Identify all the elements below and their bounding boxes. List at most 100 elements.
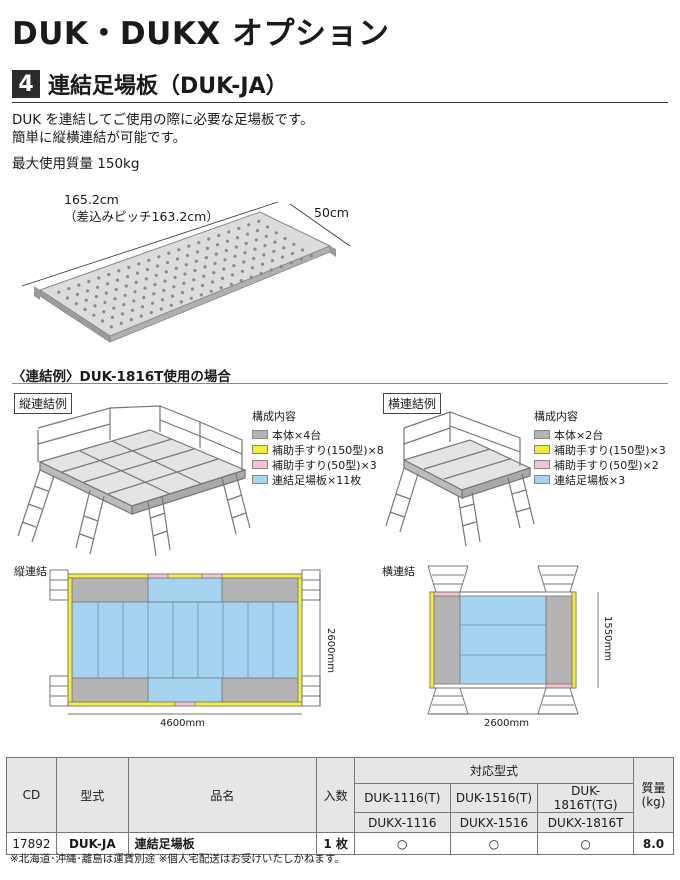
example-divider [12, 383, 668, 384]
board-hole [252, 256, 256, 261]
legend-swatch [534, 475, 550, 484]
board-hole [115, 278, 120, 282]
board-hole [245, 232, 250, 236]
board-hole [270, 259, 275, 263]
legend-label: 連結足場板×11枚 [272, 473, 362, 487]
board-hole [254, 238, 258, 242]
col-name: 品名 [127, 757, 318, 833]
legend-label: 補助手すり(50型)×2 [554, 458, 659, 472]
vertical-assembly-drawing [17, 405, 251, 557]
board-hole [104, 291, 108, 295]
board-hole [149, 310, 153, 315]
board-hole [95, 285, 100, 289]
board-hole [207, 237, 211, 241]
section-number: 4 [12, 70, 40, 98]
board-hole [182, 281, 186, 285]
board-hole [227, 230, 231, 234]
board-hole [194, 259, 198, 263]
board-hole [289, 261, 293, 265]
board-hole [187, 244, 191, 248]
board-hole [164, 270, 168, 274]
board-hole [200, 283, 205, 288]
board-hole [159, 307, 163, 311]
legend-swatch [252, 445, 268, 454]
board-hole [189, 296, 193, 300]
board-hole [137, 262, 141, 266]
col-compat: 対応型式 [353, 757, 635, 784]
board-hole [100, 319, 105, 323]
board-hole [203, 265, 207, 269]
board-hole [112, 306, 116, 310]
legend-swatch [534, 460, 550, 469]
board-hole [257, 219, 261, 223]
cell-qty: 1 枚 [316, 832, 355, 855]
board-hole [214, 252, 218, 256]
legend-item: 補助手すり(150型)×3 [534, 442, 666, 457]
board-hole [215, 243, 220, 247]
board-hole [84, 298, 88, 302]
board-hole [143, 286, 147, 290]
board-hole [185, 253, 190, 257]
cell-compat-mark: ○ [449, 832, 539, 855]
section-title: 連結足場板（DUK-JA） [48, 74, 288, 99]
board-hole [192, 278, 196, 282]
board-hole [145, 268, 150, 272]
board-hole [170, 294, 175, 298]
board-hole [282, 246, 286, 250]
board-hole [142, 295, 146, 300]
board-hole [134, 280, 138, 284]
board-hole [165, 260, 170, 265]
board-hole [110, 315, 115, 319]
board-hole [269, 268, 273, 272]
cell-weight: 8.0 [633, 832, 674, 855]
board-hole [107, 272, 111, 277]
compat-model: DUK-1116(T) [353, 783, 451, 813]
width-dimension: 50cm [314, 205, 349, 220]
board-hole [202, 274, 206, 278]
legend-swatch [252, 430, 268, 439]
horizontal-assembly-drawing [385, 411, 535, 547]
board-hole [129, 318, 133, 322]
board-hole [205, 246, 210, 250]
compat-model: DUK-1516(T) [449, 783, 539, 813]
board-hole [300, 248, 305, 252]
board-hole [93, 304, 97, 308]
legend-swatch [534, 445, 550, 454]
horizontal-example-tag: 横連結例 [383, 393, 442, 414]
board-hole [174, 266, 178, 270]
legend-item: 連結足場板×11枚 [252, 472, 384, 487]
board-hole [223, 258, 227, 262]
board-hole [253, 247, 257, 251]
board-hole [169, 303, 173, 307]
board-hole [279, 264, 283, 268]
legend-item: 本体×4台 [252, 427, 384, 442]
example-heading: 〈連結例〉DUK-1816T使用の場合 [12, 369, 231, 385]
board-hook-left [34, 286, 40, 300]
board-hole [292, 242, 296, 246]
board-hole [263, 244, 267, 248]
page-title: DUK・DUKX オプション [12, 16, 390, 52]
board-hole [264, 234, 268, 238]
board-hole [125, 275, 130, 279]
cell-name: 連結足場板 [127, 832, 318, 855]
board-hole [229, 282, 233, 286]
board-hole [242, 260, 246, 264]
board-hole [299, 257, 303, 261]
board-hole [255, 229, 260, 233]
board-hole [213, 261, 217, 265]
board-hole [139, 314, 143, 318]
board-hole [280, 255, 285, 259]
board-hole [274, 231, 278, 235]
col-weight: 質量 (kg) [633, 757, 674, 833]
board-hole [114, 287, 118, 292]
board-hole [152, 292, 156, 296]
board-hole [103, 300, 107, 304]
length-dimension: 165.2cm [64, 192, 119, 207]
board-hole [147, 258, 151, 262]
col-model: 型式 [55, 757, 129, 833]
max-load-text: 最大使用質量 150kg [12, 156, 140, 172]
compat-model: DUK-1816T(TG) [537, 783, 635, 813]
board-hole [83, 307, 87, 312]
board-hole [230, 273, 235, 277]
board-hole [262, 253, 266, 257]
